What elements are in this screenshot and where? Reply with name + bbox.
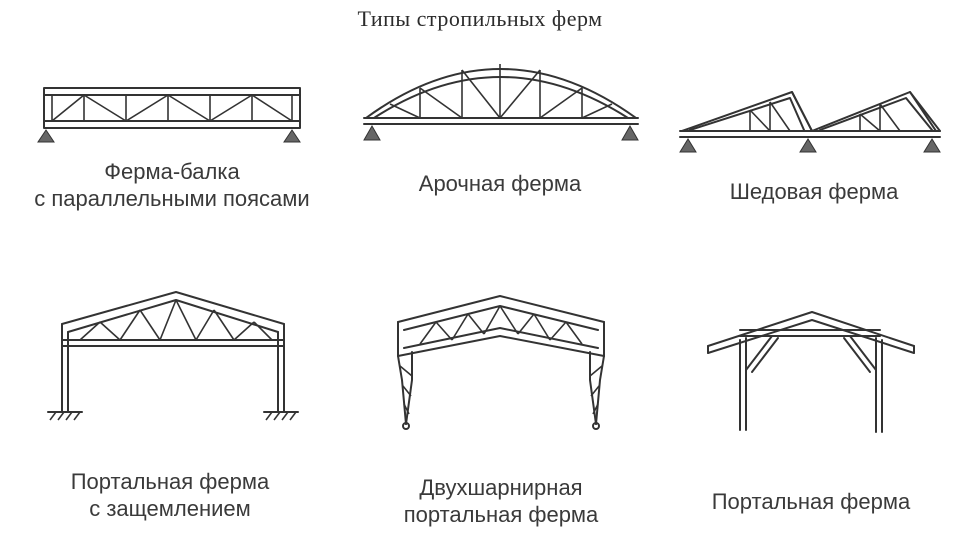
hinge-icon <box>402 422 410 430</box>
support-icon <box>37 129 55 143</box>
support-icon <box>799 138 817 153</box>
fixed-portal-truss <box>47 291 299 421</box>
caption-line: Ферма-балка <box>104 159 240 184</box>
two-hinged-portal-truss <box>397 295 605 430</box>
support-icon <box>283 129 301 143</box>
arched-truss <box>363 64 639 141</box>
caption-line: Арочная ферма <box>418 171 582 196</box>
caption-line: Шедовая ферма <box>729 179 899 204</box>
caption-fixed-portal-truss: Портальная ферма с защемлением <box>20 468 320 522</box>
caption-line: портальная ферма <box>403 502 599 527</box>
caption-line: Портальная ферма <box>70 469 270 494</box>
support-icon <box>363 124 381 141</box>
caption-parallel-chord-truss: Ферма-балка с параллельными поясами <box>0 158 344 212</box>
caption-sawtooth-truss: Шедовая ферма <box>676 178 952 205</box>
caption-two-hinged-portal-truss: Двухшарнирная портальная ферма <box>356 474 646 528</box>
caption-line: Двухшарнирная <box>419 475 583 500</box>
support-icon <box>923 138 941 153</box>
hinge-icon <box>592 422 600 430</box>
caption-line: с защемлением <box>89 496 251 521</box>
parallel-chord-truss <box>37 87 301 143</box>
support-icon <box>621 124 639 141</box>
sawtooth-truss <box>679 91 941 153</box>
caption-simple-portal-truss: Портальная ферма <box>676 488 946 515</box>
page-title: Типы стропильных ферм <box>357 6 603 31</box>
caption-line: с параллельными поясами <box>34 186 310 211</box>
support-icon <box>679 138 697 153</box>
caption-arched-truss: Арочная ферма <box>360 170 640 197</box>
caption-line: Портальная ферма <box>711 489 911 514</box>
simple-portal-truss <box>707 311 915 433</box>
